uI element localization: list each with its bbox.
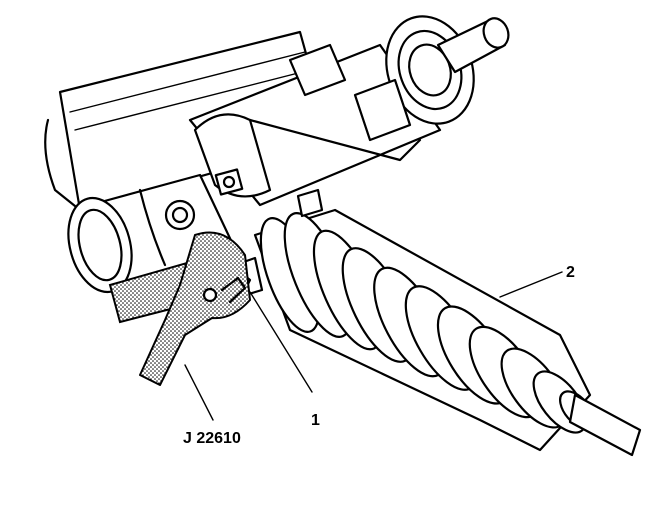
leader-boot bbox=[499, 271, 563, 298]
leader-lines bbox=[184, 271, 563, 421]
leader-tool bbox=[184, 364, 214, 421]
bellows-boot bbox=[253, 208, 595, 452]
pinion-housing bbox=[188, 15, 510, 207]
callout-boot: 2 bbox=[566, 264, 575, 281]
leader-clamp bbox=[249, 291, 313, 393]
tie-rod bbox=[568, 393, 642, 457]
callout-clamp: 1 bbox=[311, 412, 320, 429]
callout-tool: J 22610 bbox=[183, 430, 241, 447]
crimping-tool-j22610 bbox=[108, 231, 251, 386]
